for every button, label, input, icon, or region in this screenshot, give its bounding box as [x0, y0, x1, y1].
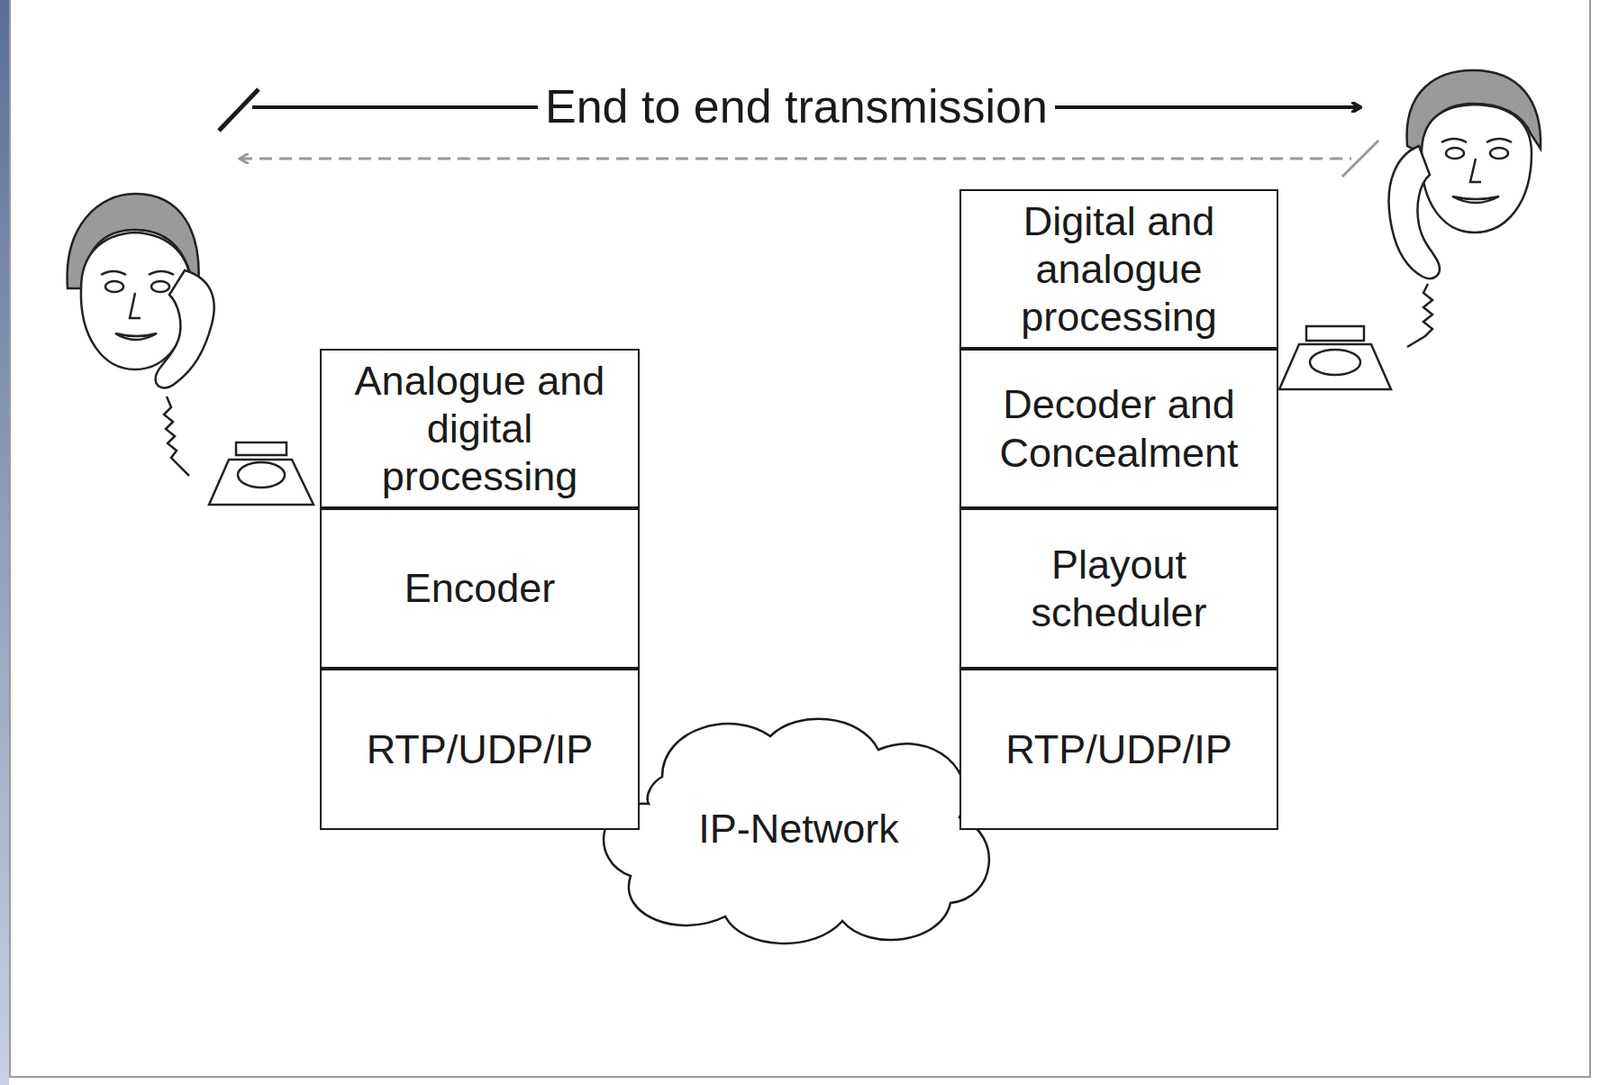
protocol-layer-box: Digital and analogue processing [959, 189, 1279, 349]
layer-label: Encoder [395, 560, 565, 616]
layer-label: RTP/UDP/IP [357, 721, 603, 777]
layer-label: Decoder and Concealment [961, 376, 1277, 480]
caller-figure [67, 193, 314, 505]
protocol-layer-box: RTP/UDP/IP [319, 668, 640, 830]
protocol-layer-box: Analogue and digital processing [319, 348, 640, 509]
layer-label: RTP/UDP/IP [996, 721, 1242, 777]
layer-label: Digital and analogue processing [961, 193, 1277, 345]
protocol-layer-box: Playout scheduler [959, 508, 1279, 669]
transmission-label: End to end transmission [537, 81, 1055, 133]
network-cloud: IP-Network [599, 709, 999, 949]
callee-figure [1279, 70, 1541, 390]
return-arrow [239, 157, 1352, 161]
arrow-tick [1342, 140, 1379, 177]
protocol-layer-box: RTP/UDP/IP [959, 668, 1279, 830]
layer-label: Playout scheduler [961, 536, 1277, 640]
network-label: IP-Network [689, 800, 909, 856]
arrow-tick [218, 89, 259, 131]
window-edge [0, 0, 10, 1085]
protocol-layer-box: Encoder [319, 508, 640, 669]
protocol-layer-box: Decoder and Concealment [959, 348, 1279, 509]
layer-label: Analogue and digital processing [321, 353, 638, 504]
